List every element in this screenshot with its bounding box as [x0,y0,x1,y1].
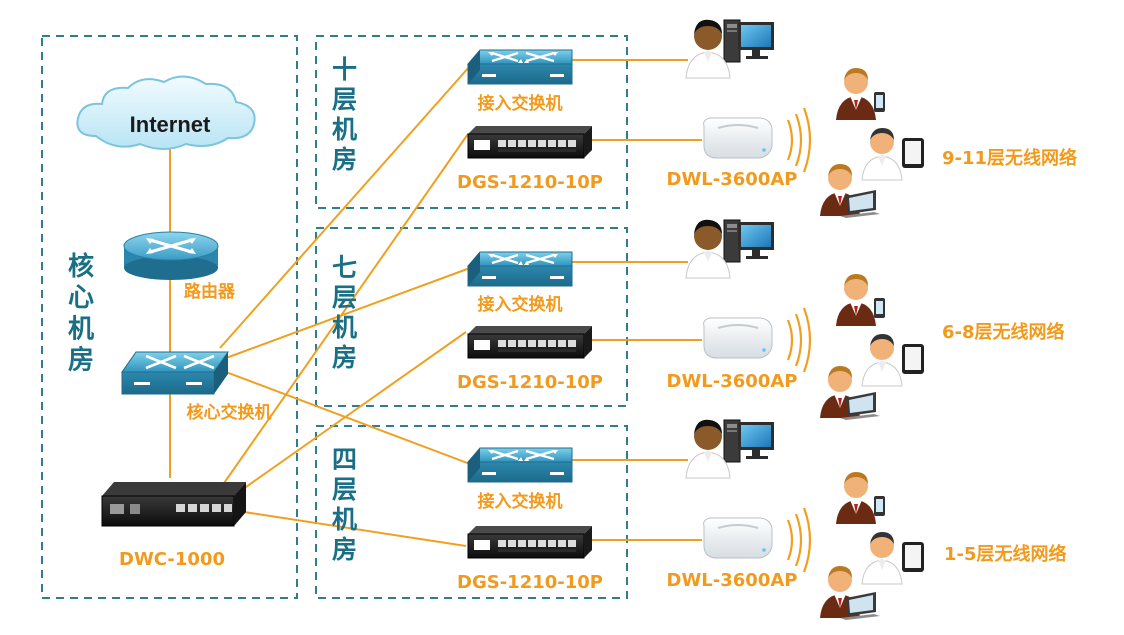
floor-7-wifi-icon [786,306,812,374]
floor-10-ap-label: DWL-3600AP [667,169,798,190]
floor-4-access-point-icon [702,517,773,559]
floor-4-title: 四层机房 [332,445,357,564]
floor-7-desktop-user-icon [685,219,775,279]
floor-4-tablet-user-icon [861,531,925,585]
floor-4-wireless-label: 1-5层无线网络 [944,543,1067,565]
floor-4-desktop-user-icon [685,419,775,479]
floor-7-wireless-label: 6-8层无线网络 [942,321,1065,343]
floor-7-ap-label: DWL-3600AP [667,371,798,392]
floor-10-access-point-icon [702,117,773,159]
link-controller-poe-10 [221,133,469,487]
link-core-access-4 [225,371,471,465]
core-room-title: 核心机房 [68,251,94,376]
internet-cloud: Internet [76,75,256,150]
floor-7-poe-switch-icon [467,325,593,359]
internet-label: Internet [130,112,211,137]
floor-4-phone-user-icon [836,472,885,524]
floor-10-poe-switch-label: DGS-1210-10P [457,172,603,193]
floor-10-phone-user-icon [836,68,885,120]
floor-7-poe-switch-label: DGS-1210-10P [457,372,603,393]
floor-4-zone [315,425,628,599]
dwc-controller-icon [101,482,246,527]
floor-7-tablet-user-icon [861,333,925,387]
floor-10-access-switch-icon [466,48,574,86]
floor-7-access-switch-icon [466,250,574,288]
floor-4-poe-switch-icon [467,525,593,559]
floor-4-wifi-icon [786,506,812,574]
floor-10-title: 十层机房 [332,55,357,174]
floor-7-access-point-icon [702,317,773,359]
core-switch-icon [121,351,229,395]
link-controller-poe-4 [243,511,467,547]
floor-7-phone-user-icon [836,274,885,326]
floor-10-poe-switch-icon [467,125,593,159]
floor-10-tablet-user-icon [861,127,925,181]
core-switch-label: 核心交换机 [187,402,272,423]
floor-4-access-switch-icon [466,446,574,484]
link-core-access-7 [225,267,471,359]
floor-7-title: 七层机房 [332,253,357,372]
floor-7-zone [315,227,628,407]
floor-4-access-switch-label: 接入交换机 [478,491,563,512]
dwc-controller-label: DWC-1000 [119,549,225,570]
floor-10-wireless-label: 9-11层无线网络 [942,147,1077,169]
links [169,59,702,547]
core-room-zone [41,35,298,599]
floor-4-poe-switch-label: DGS-1210-10P [457,572,603,593]
floor-10-wifi-icon [786,106,812,174]
link-controller-poe-7 [235,331,467,495]
floor-10-zone [315,35,628,209]
floor-10-desktop-user-icon [685,19,775,79]
floor-10-access-switch-label: 接入交换机 [478,93,563,114]
router-label: 路由器 [184,281,236,302]
floor-7-access-switch-label: 接入交换机 [478,294,563,315]
floor-4-ap-label: DWL-3600AP [667,570,798,591]
router-icon [123,231,219,280]
link-core-access-10 [219,65,471,349]
